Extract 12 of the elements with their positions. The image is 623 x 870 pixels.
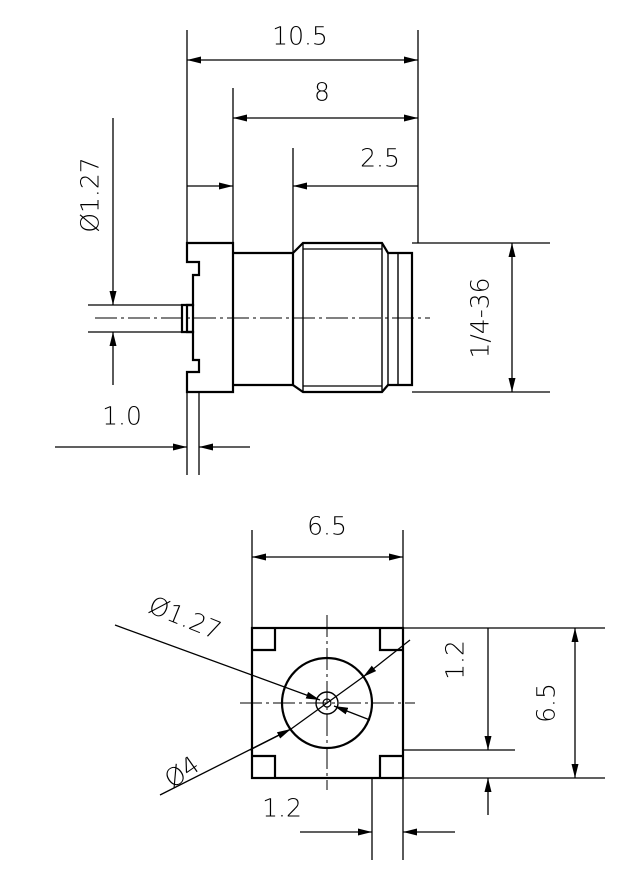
- dimension-label: 10.5: [272, 24, 328, 48]
- dimension-label: Ø4: [160, 752, 204, 792]
- dimension-label: 8: [314, 80, 330, 104]
- dimension-label: 1.0: [102, 404, 142, 428]
- dimension-label: 1/4-36: [468, 277, 492, 359]
- dimension-label: 2.5: [360, 146, 400, 170]
- dimension-label: 6.5: [307, 514, 347, 538]
- dimension-label: Ø1.27: [145, 592, 225, 644]
- dimension-label: 1.2: [442, 640, 468, 680]
- dimension-label: Ø1.27: [78, 157, 102, 233]
- dimension-label: 1.2: [262, 796, 302, 820]
- dimension-label: 6.5: [534, 683, 558, 723]
